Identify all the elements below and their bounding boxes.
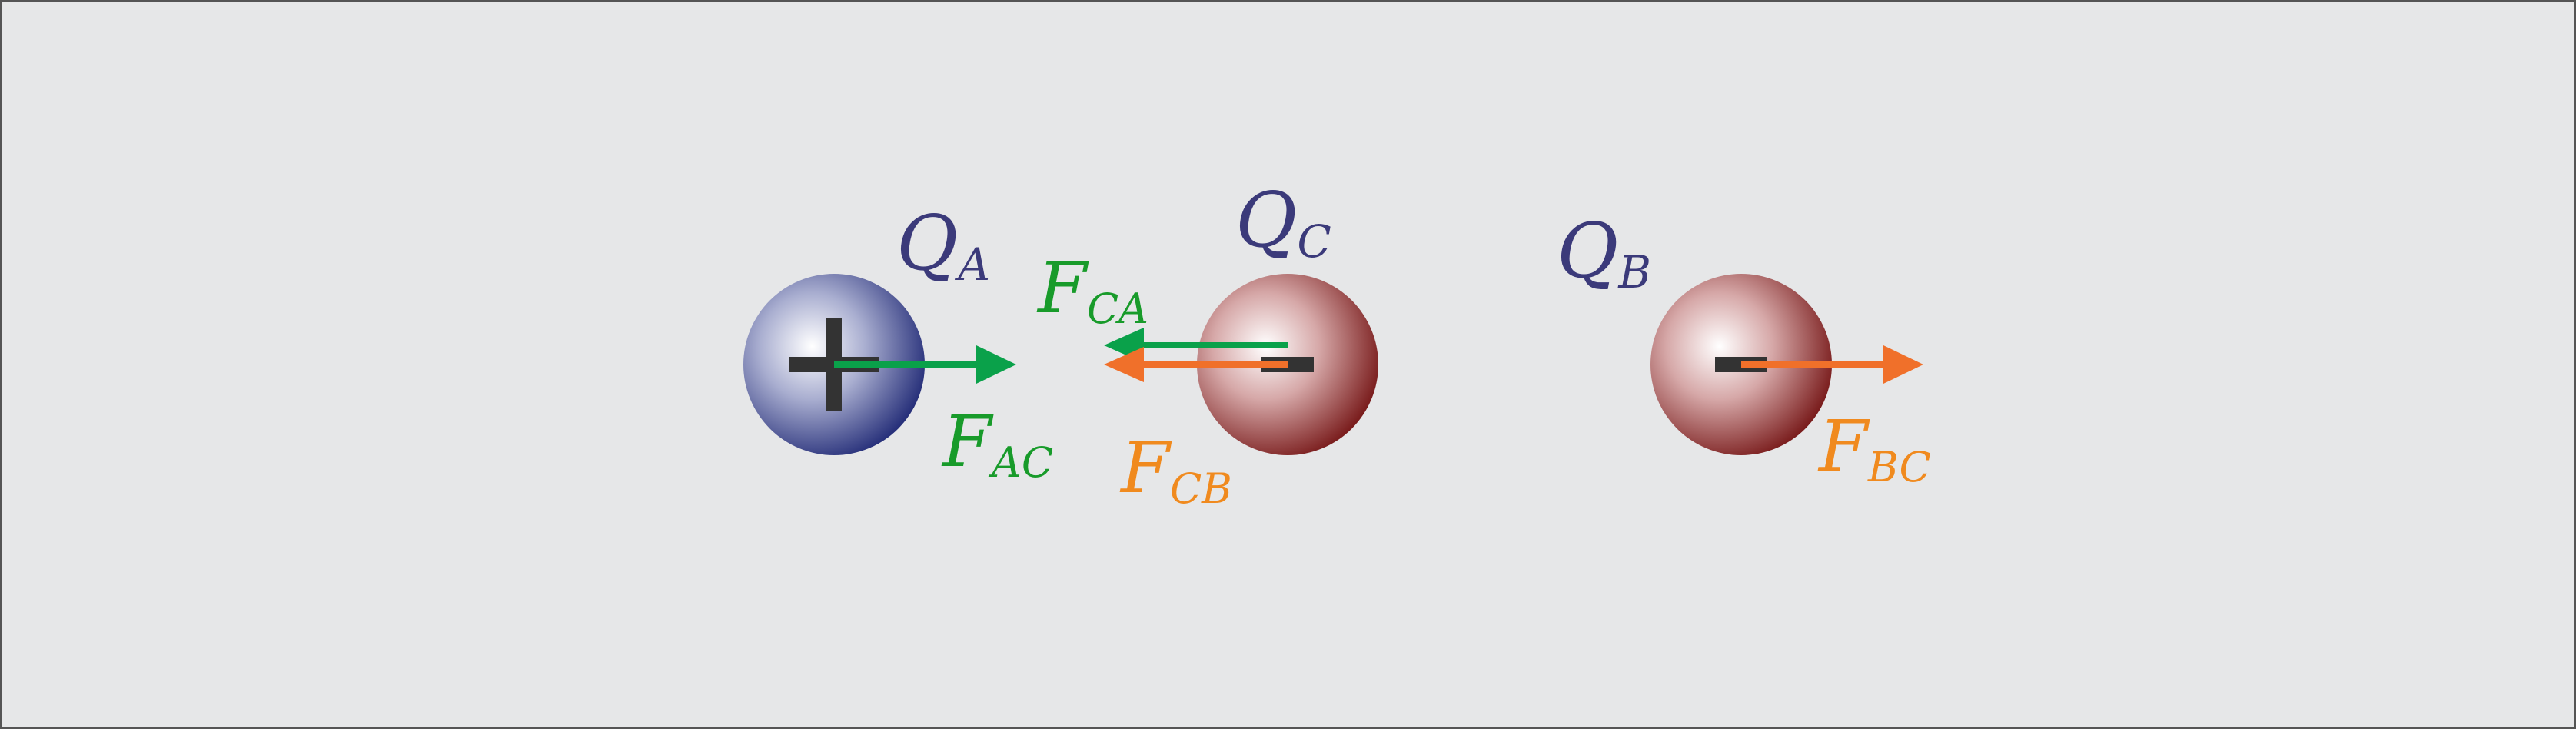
force-arrow-ac — [834, 345, 1016, 384]
label-charge-b: QB — [1557, 208, 1651, 298]
force-arrow-bc — [1741, 345, 1923, 384]
label-force-bc: FBC — [1817, 405, 1931, 491]
label-charge-c: QC — [1235, 177, 1331, 268]
arrow-head — [1883, 345, 1923, 384]
arrow-head — [976, 345, 1016, 384]
label-force-cb: FCB — [1119, 427, 1232, 513]
label-charge-a: QA — [896, 200, 990, 291]
arrow-head — [1104, 347, 1144, 382]
force-arrow-cb — [1104, 347, 1288, 382]
label-force-ac: FAC — [941, 401, 1053, 487]
label-force-ca: FCA — [1036, 247, 1148, 333]
